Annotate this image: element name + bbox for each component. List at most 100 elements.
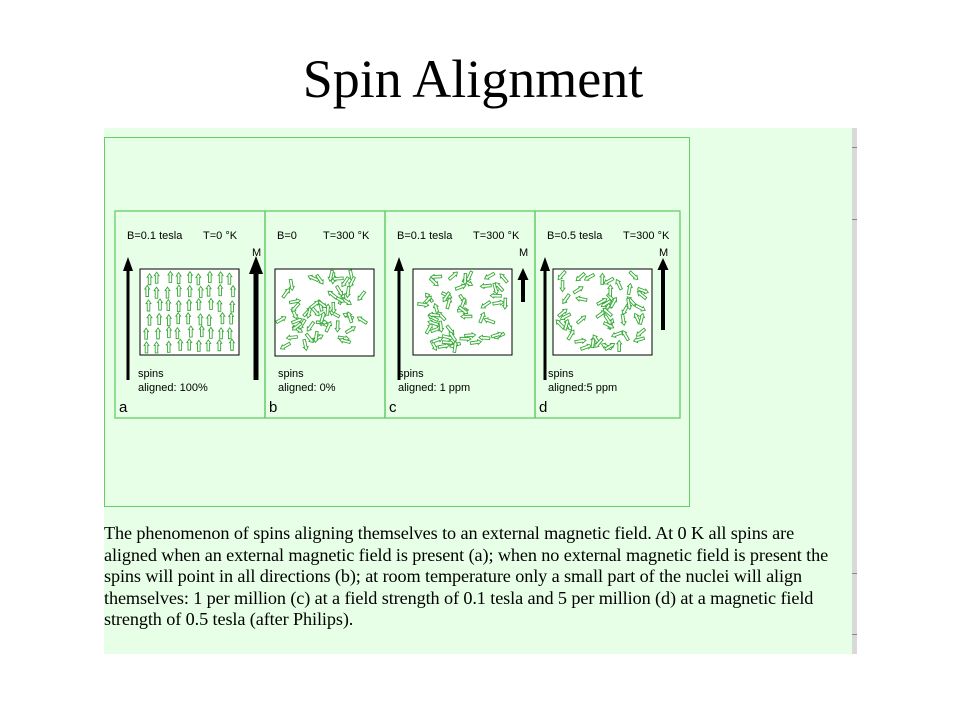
panel-d-frame: [534, 210, 681, 419]
spin-glyph: [479, 282, 492, 290]
spin-glyph: [206, 270, 214, 283]
spin-glyph: [575, 271, 586, 282]
spin-glyph: [184, 312, 192, 325]
spin-glyph: [615, 339, 623, 352]
spin-glyph: [331, 275, 344, 283]
spin-glyph: [281, 287, 290, 299]
figure-caption: The phenomenon of spins aligning themsel…: [104, 523, 829, 630]
spin-glyph: [205, 284, 212, 297]
spin-glyph: [459, 335, 472, 343]
spin-glyph: [302, 338, 309, 352]
panel-c-letter: c: [389, 399, 397, 416]
spin-glyph: [626, 282, 633, 296]
spin-glyph: [635, 327, 647, 337]
spin-glyph: [175, 284, 183, 297]
spin-glyph: [625, 297, 633, 311]
spin-glyph: [445, 297, 453, 310]
spin-glyph: [307, 274, 320, 283]
spin-glyph: [483, 317, 496, 325]
spin-glyph: [195, 339, 203, 352]
spin-glyph: [216, 338, 223, 352]
spin-glyph: [447, 271, 459, 281]
spin-glyph: [228, 300, 236, 313]
panel-b-letter: b: [269, 399, 277, 416]
spin-glyph: [478, 334, 491, 341]
spin-glyph: [304, 332, 314, 344]
spin-glyph: [165, 313, 173, 327]
spin-glyph: [174, 311, 182, 325]
figure-frame: [104, 137, 690, 507]
spin-glyph: [579, 343, 592, 351]
spin-glyph: [187, 325, 195, 338]
spin-glyph: [478, 311, 486, 324]
spin-glyph: [154, 327, 162, 340]
spin-glyph: [324, 320, 333, 333]
spin-glyph: [562, 293, 571, 305]
spin-glyph: [153, 341, 160, 354]
spin-glyph: [197, 313, 204, 326]
spin-glyph: [632, 336, 646, 344]
spin-glyph: [442, 291, 451, 303]
panel-c-aligned-label: aligned: 1 ppm: [398, 382, 470, 394]
edge-tick: [852, 147, 857, 148]
spin-glyph: [572, 286, 584, 295]
spin-glyph: [195, 273, 202, 286]
panel-a-temp-label: T=0 °K: [203, 230, 238, 242]
spin-glyph: [357, 290, 367, 301]
spin-glyph: [429, 273, 443, 281]
spin-glyph: [145, 299, 152, 312]
spin-glyph: [480, 299, 492, 309]
panel-c-spins-label: spins: [398, 368, 424, 380]
spin-glyph: [559, 312, 572, 321]
spin-glyph: [175, 271, 182, 284]
panel-d-spins-label: spins: [548, 368, 574, 380]
spin-glyph: [330, 301, 337, 315]
spin-glyph: [628, 270, 639, 281]
right-edge-strip: [852, 128, 857, 654]
spin-glyph: [583, 272, 596, 281]
spin-glyph: [275, 316, 287, 325]
spin-glyph: [165, 298, 172, 311]
panel-a-letter: a: [119, 399, 128, 416]
spin-glyph: [559, 280, 566, 293]
panel-b-aligned-label: aligned: 0%: [278, 382, 336, 394]
spin-glyph: [227, 312, 235, 325]
spin-glyph: [620, 313, 627, 327]
spin-glyph: [174, 326, 181, 340]
spin-glyph: [469, 338, 483, 346]
spin-glyph: [424, 323, 433, 335]
spin-glyph: [312, 330, 320, 344]
spin-glyph: [489, 292, 502, 299]
spin-glyph: [575, 295, 588, 302]
spin-glyph: [615, 278, 623, 291]
panel-d-field-label: B=0.5 tesla: [547, 230, 603, 242]
panel-a-field-arrow: [123, 257, 133, 380]
spin-glyph: [155, 312, 163, 326]
spin-glyph: [492, 282, 500, 295]
spin-glyph: [309, 300, 320, 310]
spin-glyph: [146, 313, 153, 326]
spin-glyph: [575, 315, 587, 325]
spin-glyph: [207, 326, 215, 339]
spin-glyph: [143, 284, 151, 297]
spin-glyph: [494, 282, 505, 293]
spin-glyph: [153, 271, 160, 284]
spin-glyph: [454, 283, 467, 291]
spin-glyph: [226, 272, 233, 285]
spin-glyph: [602, 307, 614, 318]
spin-glyph: [417, 301, 430, 308]
spin-glyph: [156, 298, 164, 311]
spin-glyph: [636, 286, 650, 295]
spin-glyph: [501, 297, 509, 310]
panel-d-magnetization-arrow: [657, 258, 669, 330]
panel-c-temp-label: T=300 °K: [473, 230, 520, 242]
panel-d-field-arrow: [540, 257, 550, 380]
spin-glyph: [609, 296, 618, 309]
spin-glyph: [599, 272, 606, 285]
slide-title: Spin Alignment: [302, 49, 644, 109]
panel-b-spins-label: spins: [278, 368, 304, 380]
panel-b-temp-label: T=300 °K: [323, 230, 370, 242]
spin-glyph: [219, 311, 226, 325]
spin-glyph: [217, 327, 225, 340]
spin-glyph: [185, 298, 193, 311]
